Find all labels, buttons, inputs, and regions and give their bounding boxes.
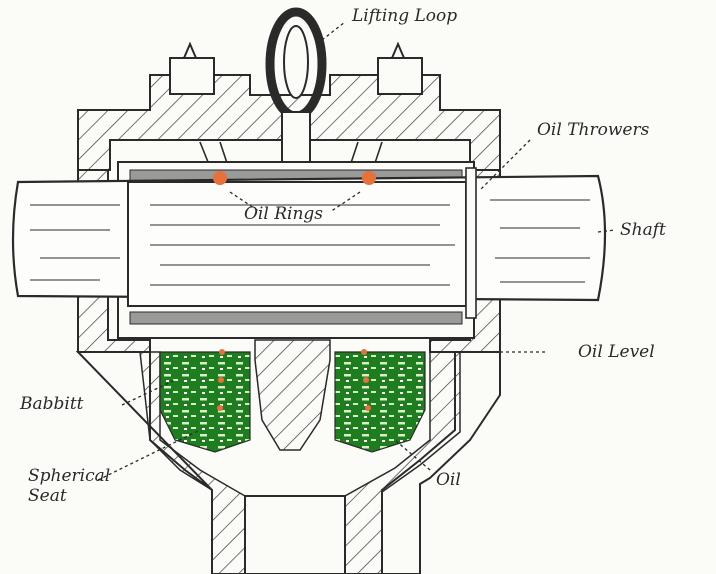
pedestal-hatch-right <box>344 351 461 574</box>
label-spherical-seat: Spherical Seat <box>28 466 110 507</box>
lifting-loop-stem <box>281 111 311 163</box>
label-shaft: Shaft <box>620 220 666 240</box>
label-oil-rings: Oil Rings <box>244 204 324 224</box>
oil-reservoir-left <box>159 351 251 453</box>
oil-reservoir-right <box>334 351 426 453</box>
cap-lug-left <box>169 57 215 95</box>
pedestal-opening <box>244 495 346 574</box>
shaft-lines <box>30 199 590 286</box>
pedestal-center <box>254 339 331 451</box>
oil-ring-left <box>213 171 227 185</box>
babbitt-bottom <box>129 311 463 325</box>
label-lifting-loop: Lifting Loop <box>352 6 458 26</box>
cap-lug-right <box>377 57 423 95</box>
label-oil-throwers: Oil Throwers <box>537 120 650 140</box>
oil-thrower <box>465 167 477 319</box>
journal <box>127 181 467 307</box>
label-spherical-line2: Seat <box>28 486 67 507</box>
leader-lines <box>97 21 616 481</box>
oil-ring-drops <box>217 349 371 411</box>
label-spherical-line1: Spherical <box>28 466 111 486</box>
oil-ring-right <box>362 171 376 185</box>
label-oil: Oil <box>436 470 461 490</box>
label-babbitt: Babbitt <box>20 394 84 414</box>
label-oil-level: Oil Level <box>578 342 655 362</box>
